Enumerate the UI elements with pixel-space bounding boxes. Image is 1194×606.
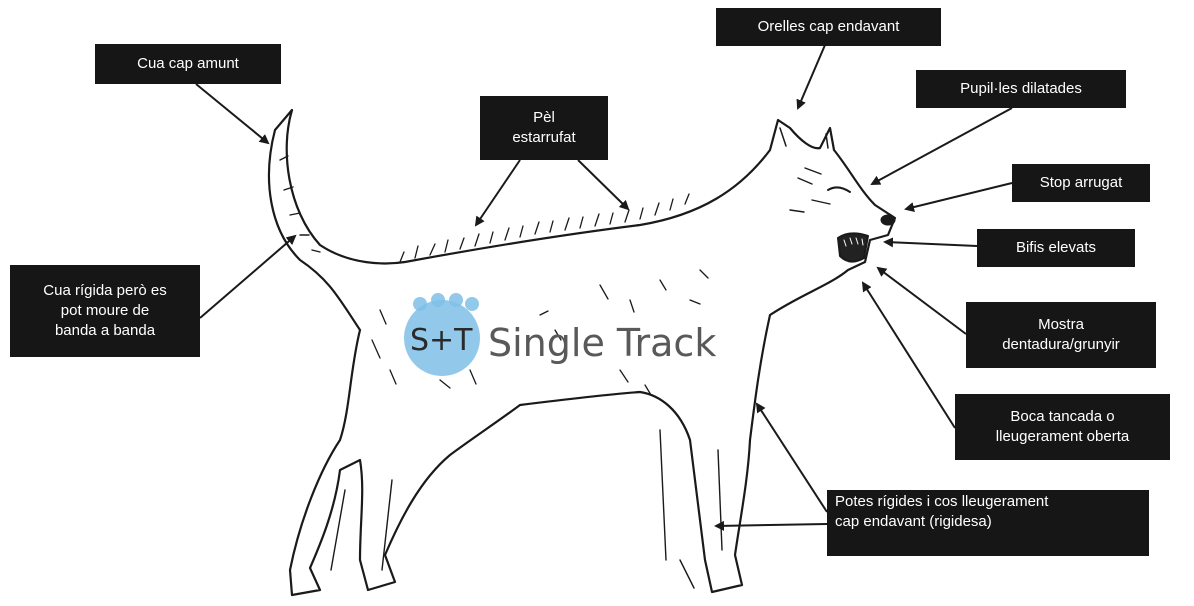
arrow-wrinkled-stop [906,183,1012,209]
arrow-raised-hair-right [578,160,628,209]
label-dilated-pupils-text: Pupil·les dilatades [960,79,1082,99]
label-raised-hair-line-2: estarrufat [512,128,575,148]
mouth [838,233,868,261]
logo-dot-2 [431,293,445,307]
label-raised-hair: Pèl estarrufat [480,96,608,160]
logo-dot-3 [449,293,463,307]
arrow-mouth-closed [863,283,955,428]
label-ears-forward: Orelles cap endavant [716,8,941,46]
label-raised-lips-text: Bifis elevats [1016,238,1096,258]
arrow-dilated-pupils [872,108,1012,184]
nose [881,215,895,225]
arrow-stiff-legs-up [757,404,827,512]
label-mouth-closed-line-2: lleugerament oberta [996,427,1129,447]
label-stiff-tail-line-1: Cua rígida però es [43,281,166,301]
label-shows-teeth-line-1: Mostra [1038,315,1084,335]
label-stiff-legs: Potes rígides i cos lleugerament cap end… [827,490,1149,556]
label-raised-hair-line-1: Pèl [533,108,555,128]
logo-dot-4 [465,297,479,311]
label-mouth-closed: Boca tancada o lleugerament oberta [955,394,1170,460]
label-shows-teeth: Mostra dentadura/grunyir [966,302,1156,368]
logo-letters: S+T [410,323,473,358]
arrow-tail-up [196,84,268,143]
label-mouth-closed-line-1: Boca tancada o [1010,407,1114,427]
label-stiff-tail-line-2: pot moure de [61,301,149,321]
logo-dot-1 [413,297,427,311]
arrow-raised-hair-left [476,160,520,225]
arrow-ears-forward [798,45,825,108]
label-raised-lips: Bifis elevats [977,229,1135,267]
label-dilated-pupils: Pupil·les dilatades [916,70,1126,108]
label-stiff-tail-line-3: banda a banda [55,321,155,341]
label-wrinkled-stop-text: Stop arrugat [1040,173,1123,193]
label-ears-forward-text: Orelles cap endavant [758,17,900,37]
label-tail-up-text: Cua cap amunt [137,54,239,74]
arrow-stiff-tail [200,236,295,318]
label-shows-teeth-line-2: dentadura/grunyir [1002,335,1120,355]
label-stiff-legs-line-2: cap endavant (rigidesa) [835,512,992,532]
label-stiff-tail: Cua rígida però es pot moure de banda a … [10,265,200,357]
arrow-raised-lips [885,242,977,246]
arrow-shows-teeth [878,268,966,334]
label-tail-up: Cua cap amunt [95,44,281,84]
label-wrinkled-stop: Stop arrugat [1012,164,1150,202]
watermark-text: Single Track [488,321,716,365]
label-stiff-legs-line-1: Potes rígides i cos lleugerament [835,492,1048,512]
